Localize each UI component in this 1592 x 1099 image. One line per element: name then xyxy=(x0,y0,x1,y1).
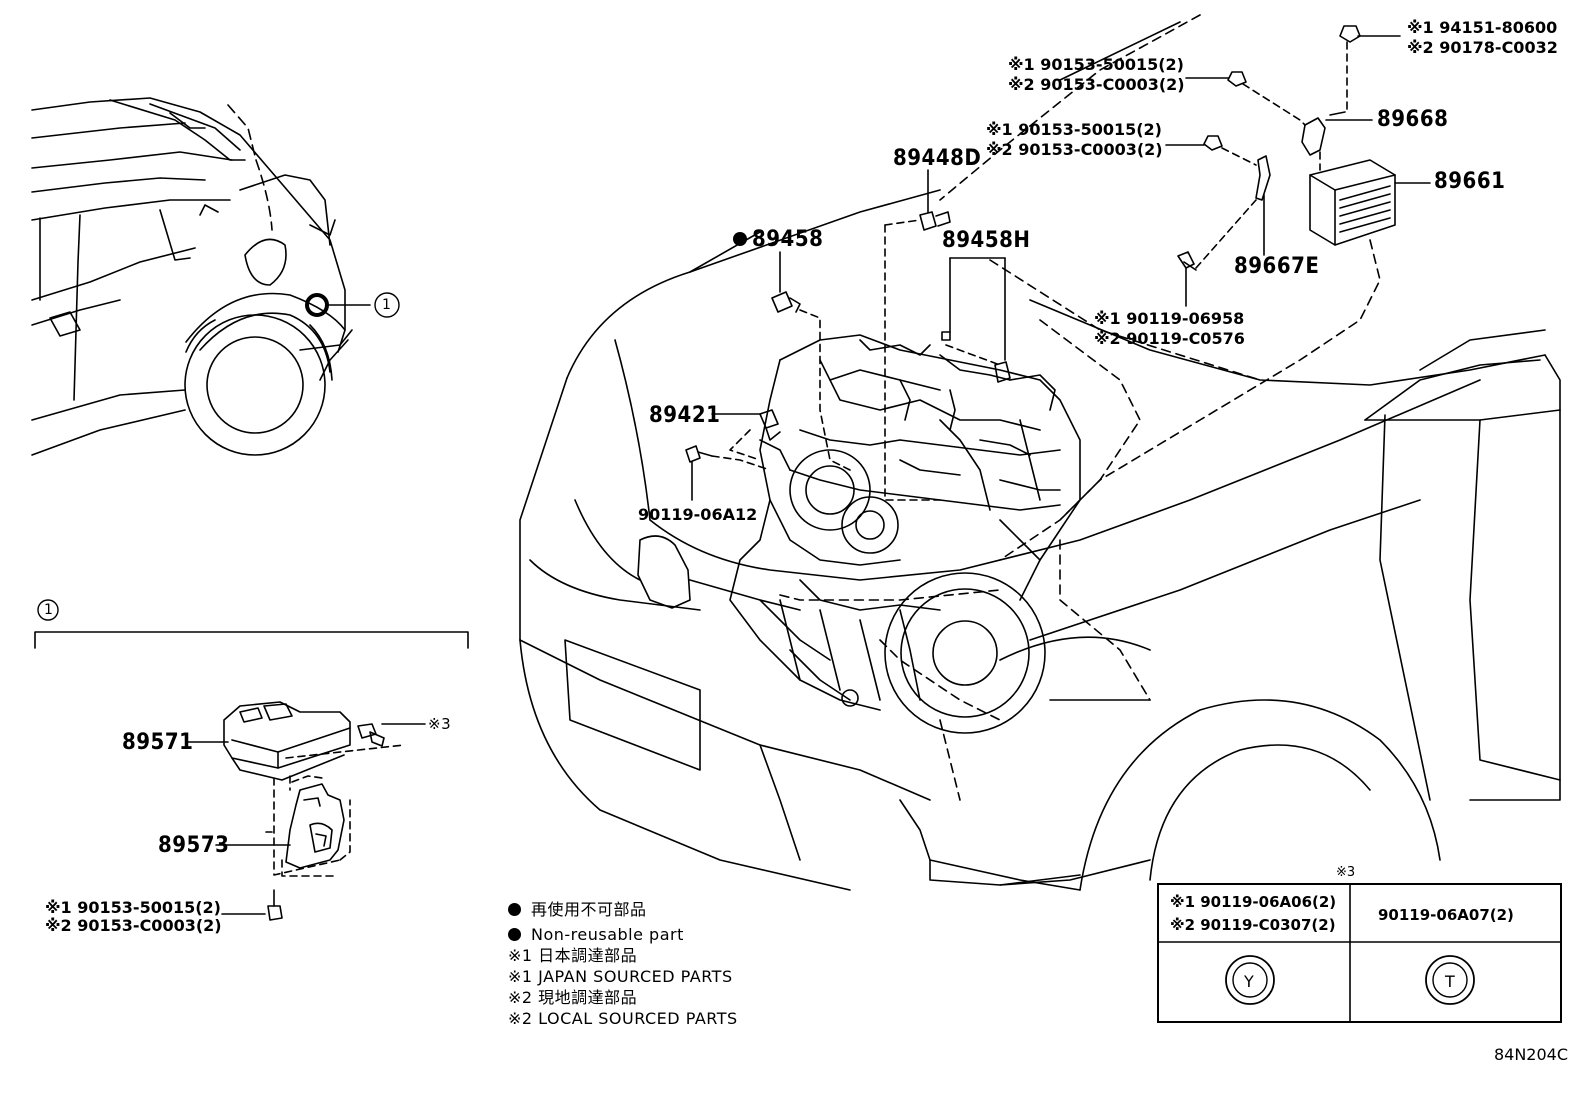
bolt-table-left-1[interactable]: ※1 90119-06A06(2) xyxy=(1170,893,1337,911)
legend-jp-sourced-en: ※1 JAPAN SOURCED PARTS xyxy=(508,967,733,986)
rear-quarter-vehicle-view xyxy=(31,97,400,456)
inset-callout-number-1: 1 xyxy=(44,602,53,618)
nut-note-1[interactable]: ※1 94151-80600 xyxy=(1407,18,1558,37)
upper-bolt-note-2[interactable]: ※2 90153-C0003(2) xyxy=(1008,75,1185,94)
bolt-table xyxy=(1157,883,1562,1023)
part-number-89571[interactable]: 89571 xyxy=(122,730,194,755)
bolt-table-right[interactable]: 90119-06A07(2) xyxy=(1378,906,1514,924)
diagram-code: 84N204C xyxy=(1493,1045,1568,1064)
screw-note-2[interactable]: ※2 90119-C0576 xyxy=(1094,329,1245,348)
part-number-89573[interactable]: 89573 xyxy=(158,833,230,858)
part-number-89667E[interactable]: 89667E xyxy=(1234,254,1320,279)
nonreusable-dot-icon xyxy=(508,903,521,916)
upper-bolt-note-1[interactable]: ※1 90153-50015(2) xyxy=(1008,55,1184,74)
part-number-89458[interactable]: 89458 xyxy=(752,227,824,252)
legend-nonreusable-jp-row: 再使用不可部品 xyxy=(508,899,738,920)
part-number-90119-06A12[interactable]: 90119-06A12 xyxy=(638,505,758,524)
legend-nonreusable-en: Non-reusable part xyxy=(531,925,684,944)
part-number-89661[interactable]: 89661 xyxy=(1434,169,1506,194)
engine-sensors xyxy=(685,169,1151,801)
callout-number-1: 1 xyxy=(382,297,391,313)
bolt-table-left-2[interactable]: ※2 90119-C0307(2) xyxy=(1170,916,1336,934)
part-number-89668[interactable]: 89668 xyxy=(1377,107,1449,132)
inset-bracket-assembly xyxy=(34,599,469,921)
bolt-table-lines xyxy=(1158,884,1561,1022)
front-vehicle-view xyxy=(519,189,1561,891)
legend: 再使用不可部品 Non-reusable part ※1 日本調達部品 ※1 J… xyxy=(508,899,738,1029)
inset-bolt-note-1[interactable]: ※1 90153-50015(2) xyxy=(45,898,221,917)
bolt-head-mark-y: Y xyxy=(1244,972,1254,991)
legend-nonreusable-jp: 再使用不可部品 xyxy=(531,900,647,919)
inset-bolt-note-2[interactable]: ※2 90153-C0003(2) xyxy=(45,916,222,935)
legend-nonreusable-en-row: Non-reusable part xyxy=(508,924,738,945)
star3-bolt-ref: ※3 xyxy=(428,715,452,733)
nonreusable-dot-marker xyxy=(733,232,747,246)
nut-note-2[interactable]: ※2 90178-C0032 xyxy=(1407,38,1558,57)
nonreusable-dot-icon xyxy=(508,928,521,941)
legend-local-sourced-en: ※2 LOCAL SOURCED PARTS xyxy=(508,1009,738,1028)
mid-bolt-note-2[interactable]: ※2 90153-C0003(2) xyxy=(986,140,1163,159)
engine-assembly xyxy=(729,334,1081,711)
legend-local-sourced-jp: ※2 現地調達部品 xyxy=(508,988,638,1007)
screw-note-1[interactable]: ※1 90119-06958 xyxy=(1094,309,1245,328)
part-number-89448D[interactable]: 89448D xyxy=(893,146,982,171)
part-number-89421[interactable]: 89421 xyxy=(649,403,721,428)
legend-jp-sourced-jp: ※1 日本調達部品 xyxy=(508,946,638,965)
mid-bolt-note-1[interactable]: ※1 90153-50015(2) xyxy=(986,120,1162,139)
part-number-89458H[interactable]: 89458H xyxy=(942,228,1031,253)
bolt-head-mark-t: T xyxy=(1445,972,1455,991)
bolt-table-header: ※3 xyxy=(1336,865,1356,880)
